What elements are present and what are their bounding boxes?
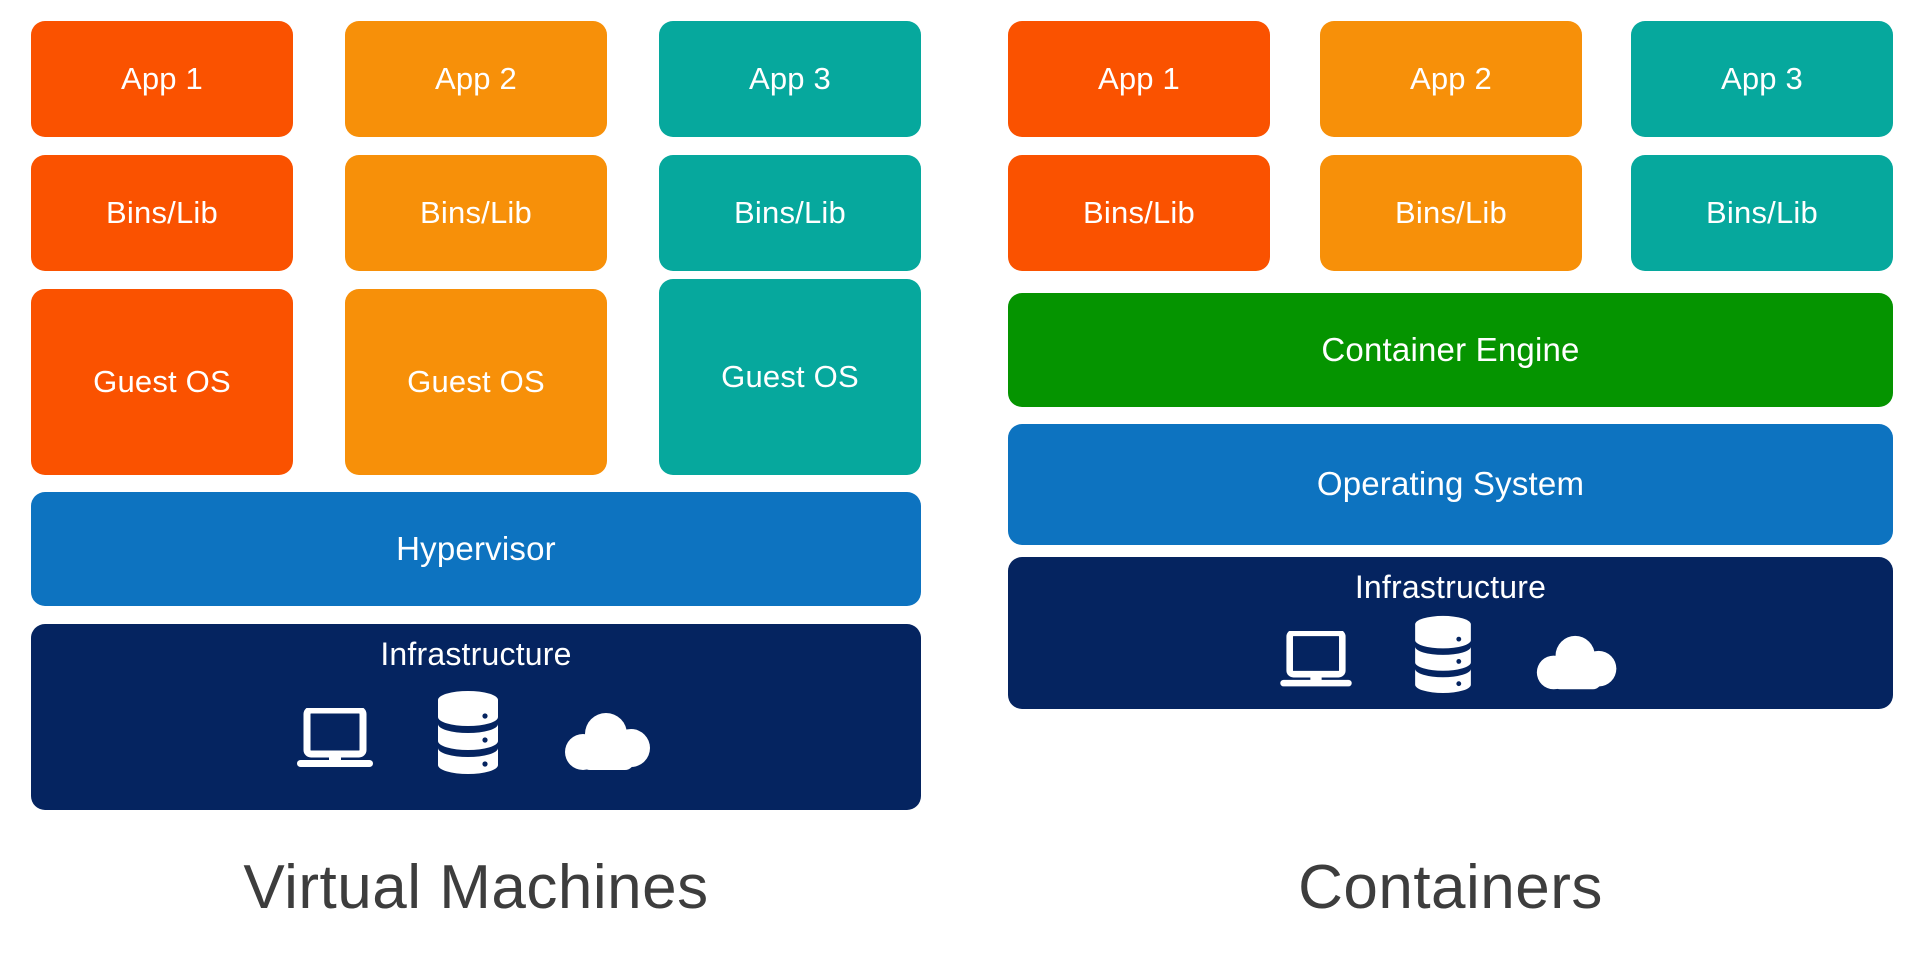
vm-guest-os-2-label: Guest OS bbox=[407, 363, 545, 399]
container-binslib-2-box[interactable]: Bins/Lib bbox=[1320, 155, 1582, 271]
container-app-1-label: App 1 bbox=[1097, 60, 1180, 96]
containers-caption: Containers bbox=[1008, 852, 1893, 923]
vm-guest-os-3-box[interactable]: Guest OS bbox=[659, 279, 921, 475]
database-icon bbox=[437, 690, 499, 774]
container-binslib-3-label: Bins/Lib bbox=[1706, 194, 1818, 230]
vm-hypervisor-box[interactable]: Hypervisor bbox=[31, 492, 921, 606]
laptop-icon bbox=[297, 707, 373, 774]
vm-binslib-2-label: Bins/Lib bbox=[420, 194, 532, 230]
container-operating-system-box[interactable]: Operating System bbox=[1008, 424, 1893, 545]
vm-binslib-3-box[interactable]: Bins/Lib bbox=[659, 155, 921, 271]
container-operating-system-label: Operating System bbox=[1316, 465, 1585, 503]
vm-app-2-box[interactable]: App 2 bbox=[345, 21, 607, 137]
vm-app-1-label: App 1 bbox=[120, 60, 203, 96]
vm-app-3-box[interactable]: App 3 bbox=[659, 21, 921, 137]
cloud-icon bbox=[1534, 635, 1622, 693]
container-binslib-3-box[interactable]: Bins/Lib bbox=[1631, 155, 1893, 271]
vm-guest-os-2-box[interactable]: Guest OS bbox=[345, 289, 607, 475]
container-engine-label: Container Engine bbox=[1321, 330, 1580, 368]
container-app-2-label: App 2 bbox=[1409, 60, 1492, 96]
container-app-3-label: App 3 bbox=[1720, 60, 1803, 96]
vm-binslib-3-label: Bins/Lib bbox=[734, 194, 846, 230]
vm-guest-os-3-label: Guest OS bbox=[721, 358, 859, 394]
container-infrastructure-box[interactable]: Infrastructure bbox=[1008, 557, 1893, 709]
vm-app-2-label: App 2 bbox=[434, 60, 517, 96]
vm-binslib-1-label: Bins/Lib bbox=[106, 194, 218, 230]
vm-app-3-label: App 3 bbox=[748, 60, 831, 96]
vm-hypervisor-label: Hypervisor bbox=[396, 529, 556, 567]
virtual-machines-caption-text: Virtual Machines bbox=[243, 853, 709, 922]
vm-infrastructure-box[interactable]: Infrastructure bbox=[31, 624, 921, 810]
container-binslib-1-label: Bins/Lib bbox=[1083, 194, 1195, 230]
container-infrastructure-icons bbox=[1279, 615, 1622, 693]
container-infrastructure-label: Infrastructure bbox=[1354, 569, 1547, 605]
container-app-2-box[interactable]: App 2 bbox=[1320, 21, 1582, 137]
vm-binslib-1-box[interactable]: Bins/Lib bbox=[31, 155, 293, 271]
virtual-machines-caption: Virtual Machines bbox=[31, 852, 921, 923]
vm-guest-os-1-label: Guest OS bbox=[93, 363, 231, 399]
vm-app-1-box[interactable]: App 1 bbox=[31, 21, 293, 137]
vm-infrastructure-icons bbox=[297, 690, 655, 774]
container-app-3-box[interactable]: App 3 bbox=[1631, 21, 1893, 137]
vm-guest-os-1-box[interactable]: Guest OS bbox=[31, 289, 293, 475]
laptop-icon bbox=[1279, 630, 1352, 693]
vm-binslib-2-box[interactable]: Bins/Lib bbox=[345, 155, 607, 271]
container-binslib-2-label: Bins/Lib bbox=[1395, 194, 1507, 230]
container-engine-box[interactable]: Container Engine bbox=[1008, 293, 1893, 407]
database-icon bbox=[1414, 615, 1472, 693]
container-app-1-box[interactable]: App 1 bbox=[1008, 21, 1270, 137]
vm-infrastructure-label: Infrastructure bbox=[380, 636, 572, 672]
container-binslib-1-box[interactable]: Bins/Lib bbox=[1008, 155, 1270, 271]
containers-caption-text: Containers bbox=[1298, 853, 1603, 922]
cloud-icon bbox=[563, 712, 655, 774]
